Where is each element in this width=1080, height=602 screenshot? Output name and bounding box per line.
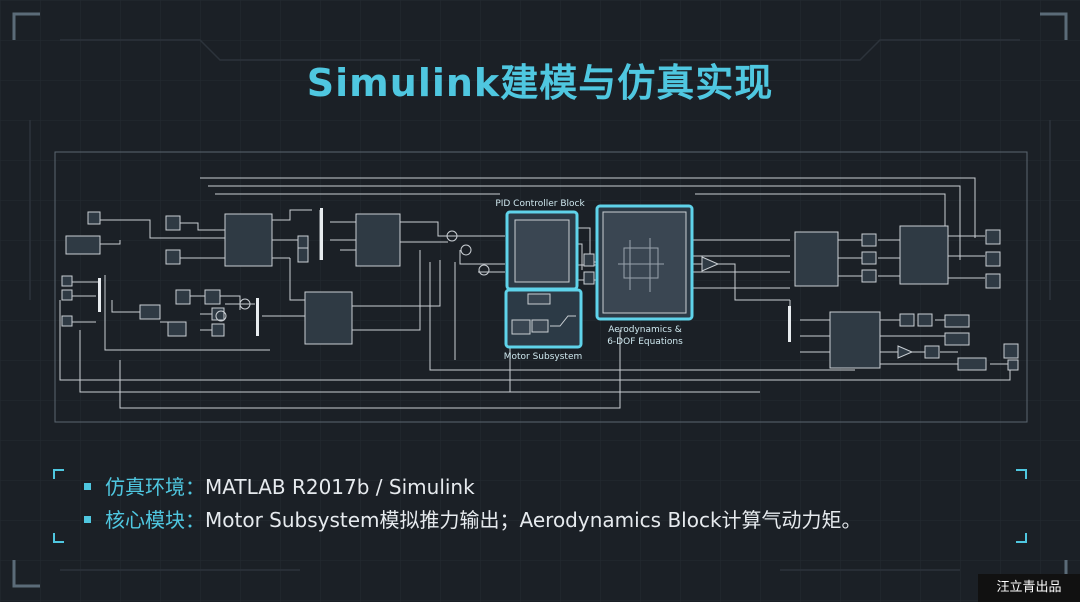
bullet-item-core-modules: 核心模块：Motor Subsystem模拟推力输出；Aerodynamics … bbox=[84, 504, 862, 533]
aerodynamics-block bbox=[595, 204, 694, 321]
bullet-square-icon bbox=[84, 483, 91, 490]
pid-controller-block bbox=[505, 210, 579, 291]
corner-bracket-tr bbox=[1040, 12, 1068, 40]
bullet-square-icon bbox=[84, 516, 91, 523]
bullet-label: 仿真环境 bbox=[105, 475, 185, 499]
bullet-label: 核心模块 bbox=[105, 508, 185, 532]
bus-bars bbox=[98, 208, 791, 342]
signal-wires bbox=[59, 177, 1011, 409]
aero-label-line2: 6-DOF Equations bbox=[607, 337, 683, 347]
bullet-box-brackets bbox=[53, 469, 1027, 543]
bullet-item-environment: 仿真环境：MATLAB R2017b / Simulink bbox=[84, 471, 475, 500]
slide-title: Simulink建模与仿真实现 bbox=[306, 61, 774, 105]
corner-bracket-tl bbox=[12, 12, 40, 40]
sum-junctions bbox=[215, 230, 490, 322]
motor-subsystem-block bbox=[504, 288, 583, 349]
bullet-separator: ： bbox=[185, 475, 205, 499]
generic-blocks bbox=[61, 211, 1019, 371]
bullet-text: MATLAB R2017b / Simulink bbox=[205, 475, 475, 499]
footer-credit: 汪立青出品 bbox=[978, 574, 1080, 602]
bullet-list: 仿真环境：MATLAB R2017b / Simulink 核心模块：Motor… bbox=[52, 459, 1026, 543]
corner-bracket-bl bbox=[12, 560, 40, 588]
aero-label-line1: Aerodynamics & bbox=[608, 325, 682, 335]
pid-label: PID Controller Block bbox=[495, 199, 585, 209]
gain-blocks bbox=[701, 256, 914, 359]
diagram-frame bbox=[54, 151, 1028, 423]
motor-label: Motor Subsystem bbox=[504, 352, 583, 362]
bullet-text: Motor Subsystem模拟推力输出；Aerodynamics Block… bbox=[205, 508, 862, 532]
bullet-separator: ： bbox=[185, 508, 205, 532]
